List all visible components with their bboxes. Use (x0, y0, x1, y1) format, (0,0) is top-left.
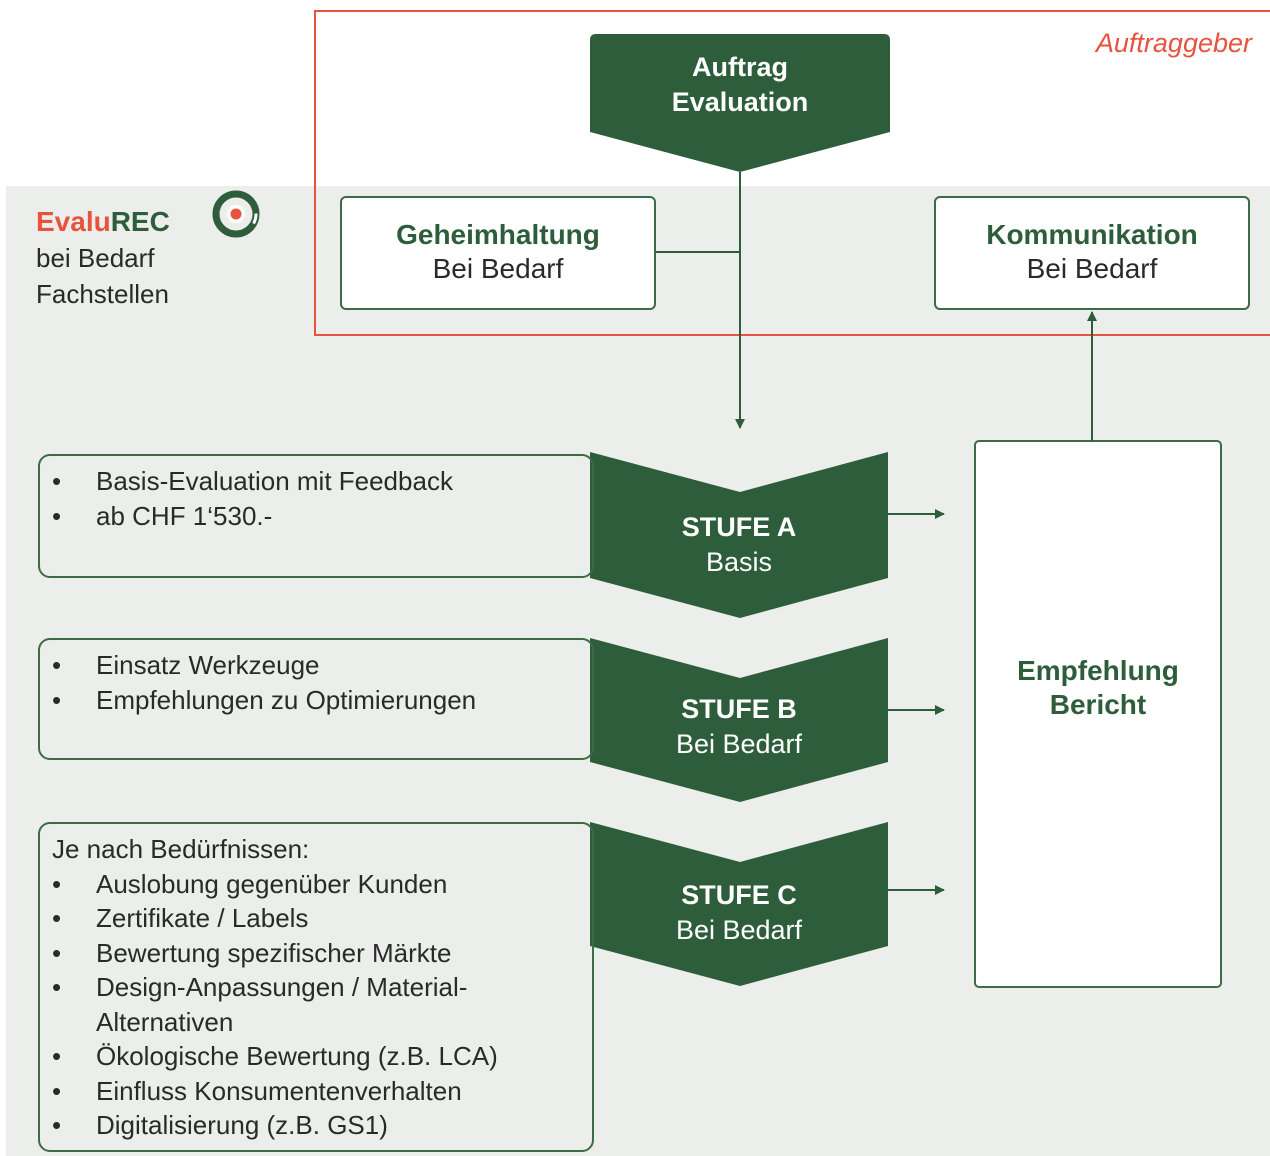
brand-name: EvaluREC (36, 204, 170, 240)
communication-subtitle: Bei Bedarf (1026, 253, 1158, 284)
list-item: Bewertung spezifischer Märkte (40, 936, 592, 971)
brand-line-1: bei Bedarf (36, 243, 155, 273)
stage-c-title: STUFE C (681, 880, 797, 910)
stage-c-chevron (590, 822, 888, 986)
brand-name-rec: REC (110, 206, 170, 237)
stage-c-label: STUFE C Bei Bedarf (590, 878, 888, 948)
list-item: Zertifikate / Labels (40, 901, 592, 936)
report-box (974, 440, 1222, 988)
secrecy-title: Geheimhaltung (396, 219, 600, 250)
brand-block: EvaluREC bei Bedarf Fachstellen (36, 204, 170, 312)
order-line-2: Evaluation (671, 87, 809, 117)
report-label: Empfehlung Bericht (976, 654, 1220, 722)
stage-a-chevron (590, 452, 888, 618)
stage-c-intro: Je nach Bedürfnissen: (52, 834, 310, 864)
list-item: Digitalisierung (z.B. GS1) (40, 1108, 592, 1143)
stage-c-list: Je nach Bedürfnissen: Auslobung gegenübe… (38, 822, 594, 1152)
stage-c-subtitle: Bei Bedarf (675, 915, 803, 945)
list-item: Basis-Evaluation mit Feedback (40, 464, 592, 499)
client-frame: Auftraggeber (314, 10, 1270, 336)
client-label: Auftraggeber (1095, 28, 1252, 58)
order-label: Auftrag Evaluation (590, 50, 890, 120)
stage-b-title: STUFE B (681, 694, 797, 724)
list-item: Einsatz Werkzeuge (40, 648, 592, 683)
stage-b-label: STUFE B Bei Bedarf (590, 692, 888, 762)
secrecy-subtitle: Bei Bedarf (432, 253, 564, 284)
stage-b-chevron (590, 638, 888, 802)
order-chevron (590, 34, 890, 172)
list-item: Einfluss Konsumentenverhalten (40, 1074, 592, 1109)
communication-box: Kommunikation Bei Bedarf (934, 196, 1250, 310)
report-line-1: Empfehlung (1017, 655, 1179, 686)
list-item: Ökologische Bewertung (z.B. LCA) (40, 1039, 592, 1074)
brand-line-2: Fachstellen (36, 279, 169, 309)
list-item: ab CHF 1‘530.- (40, 499, 592, 534)
secrecy-box: Geheimhaltung Bei Bedarf (340, 196, 656, 310)
order-line-1: Auftrag (692, 52, 788, 82)
stage-a-label: STUFE A Basis (590, 510, 888, 580)
stage-a-list: Basis-Evaluation mit Feedback ab CHF 1‘5… (38, 454, 594, 578)
stage-a-subtitle: Basis (705, 547, 773, 577)
stage-b-subtitle: Bei Bedarf (675, 729, 803, 759)
list-item: Design-Anpassungen / Material-Alternativ… (40, 970, 592, 1039)
stage-b-list: Einsatz Werkzeuge Empfehlungen zu Optimi… (38, 638, 594, 760)
list-item: Empfehlungen zu Optimierungen (40, 683, 592, 718)
list-item: Auslobung gegenüber Kunden (40, 867, 592, 902)
communication-title: Kommunikation (986, 219, 1198, 250)
evalurec-logo-icon (212, 190, 260, 238)
report-line-2: Bericht (1049, 689, 1147, 720)
brand-name-evalu: Evalu (36, 206, 111, 237)
stage-a-title: STUFE A (681, 512, 797, 542)
